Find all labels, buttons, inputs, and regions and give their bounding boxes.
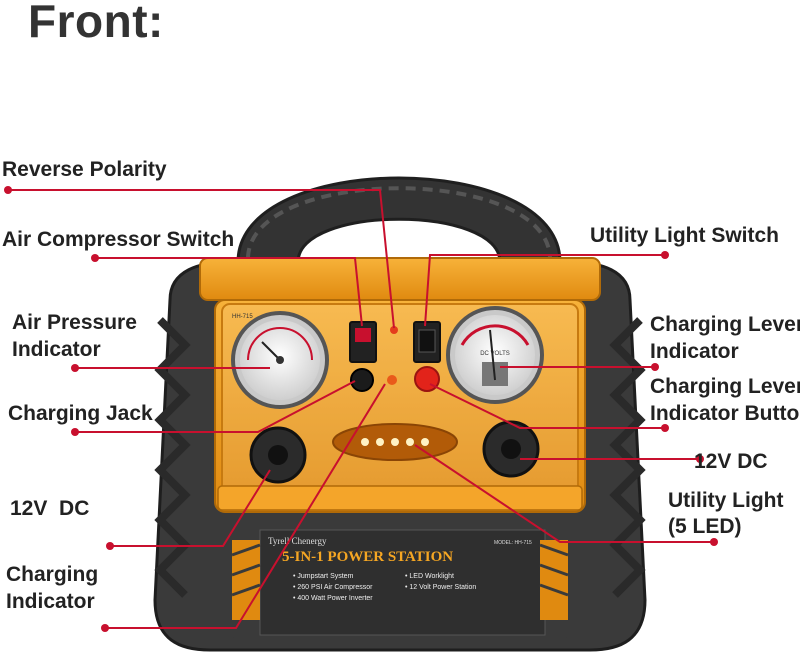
label-charging-jack: Charging Jack <box>8 402 153 425</box>
label-utility-light-line1: Utility Light <box>668 489 784 512</box>
label-air-compressor-switch: Air Compressor Switch <box>2 228 235 251</box>
model-tag: HH-715 <box>232 314 253 320</box>
label-reverse-polarity: Reverse Polarity <box>2 158 167 181</box>
leader-reverse-polarity <box>8 189 395 329</box>
charging-indicator-led <box>387 375 397 385</box>
label-air-pressure-line1: Air Pressure <box>12 311 137 334</box>
top-lid <box>199 257 601 301</box>
label-charging-lever-button-line1: Charging Lever <box>650 375 800 398</box>
svg-text:• 400 Watt Power Inverter: • 400 Watt Power Inverter <box>293 595 373 602</box>
leader-dots <box>4 186 718 632</box>
label-12v-dc-right: 12V DC <box>694 450 768 473</box>
charging-lever-gauge: DC VOLTS <box>446 306 544 404</box>
label-air-pressure-line2: Indicator <box>12 338 101 361</box>
air-pressure-gauge <box>231 311 329 409</box>
svg-text:• 12 Volt Power Station: • 12 Volt Power Station <box>405 584 476 591</box>
label-utility-light-line2: (5 LED) <box>668 515 742 538</box>
label-12v-dc-left: 12V DC <box>10 497 90 520</box>
label-charging-indicator-line2: Indicator <box>6 590 95 613</box>
svg-text:5-IN-1 POWER STATION: 5-IN-1 POWER STATION <box>282 549 453 565</box>
gauge-label: DC VOLTS <box>480 351 510 357</box>
svg-text:• 260 PSI Air Compressor: • 260 PSI Air Compressor <box>293 584 373 591</box>
svg-text:• Jumpstart System: • Jumpstart System <box>293 573 354 580</box>
label-utility-light-switch: Utility Light Switch <box>590 224 779 247</box>
charging-jack[interactable] <box>350 368 374 392</box>
label-charging-indicator-line1: Charging <box>6 563 99 586</box>
utility-light <box>332 423 458 461</box>
reverse-polarity-led <box>390 326 398 334</box>
product-label-plate: Tyrell Chenergy MODEL: HH-715 5-IN-1 POW… <box>231 525 569 640</box>
label-charging-lever-line2: Indicator <box>650 340 739 363</box>
svg-text:• LED Worklight: • LED Worklight <box>405 573 454 580</box>
leader-lines <box>8 189 714 629</box>
carry-handle <box>236 176 562 264</box>
svg-text:Tyrell Chenergy: Tyrell Chenergy <box>268 536 327 546</box>
svg-text:MODEL: HH-715: MODEL: HH-715 <box>494 540 532 546</box>
label-charging-lever-button-line2: Indicator Button <box>650 402 800 425</box>
page-title: Front: <box>28 0 164 47</box>
label-charging-lever-line1: Charging Lever <box>650 313 800 336</box>
